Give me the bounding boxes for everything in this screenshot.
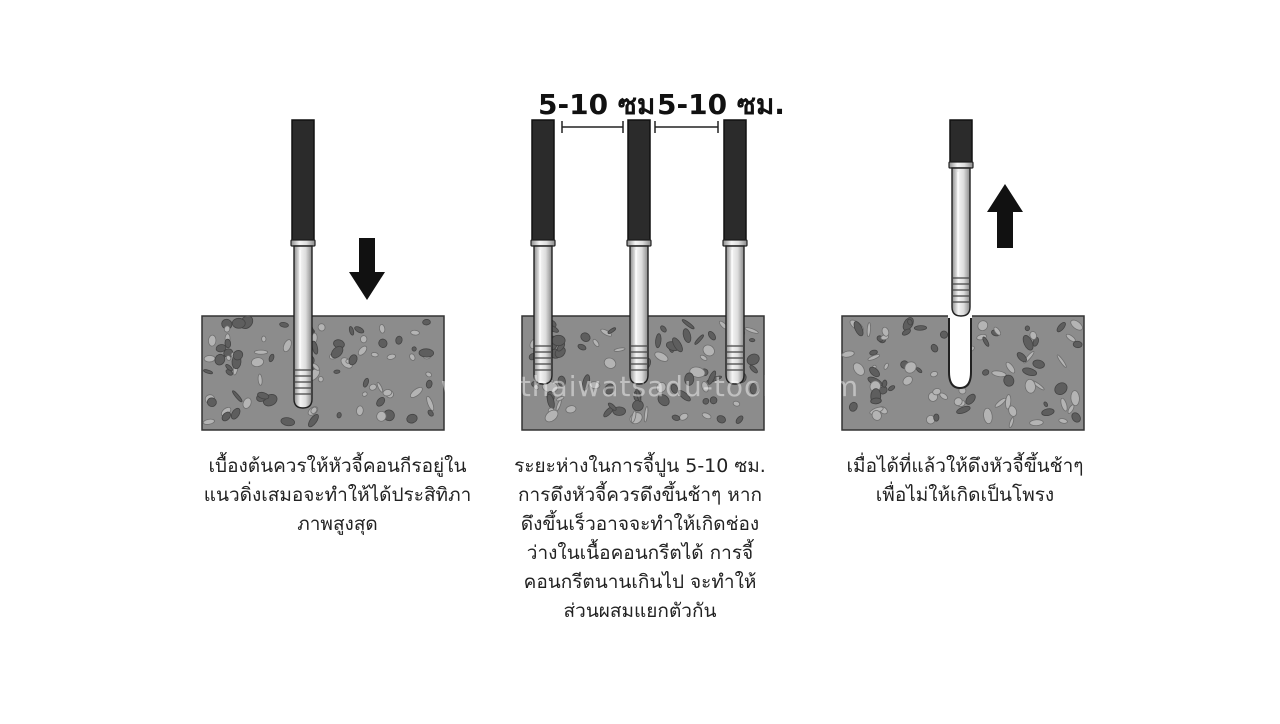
vibrator-right [948, 119, 974, 317]
caption-line: ภาพสูงสุด [297, 513, 378, 535]
vibrator-middle-1 [530, 119, 556, 385]
caption-line: แนวดิ่งเสมอจะทำให้ได้ประสิทิภา [203, 484, 472, 506]
caption-middle: ระยะห่างในการจี้ปูน 5-10 ซม. การดึงหัวจี… [470, 452, 810, 626]
spacing-dimension-1 [561, 121, 624, 133]
spacing-label-1: 5-10 ซม [538, 88, 656, 121]
caption-line: ว่างในเนื้อคอนกรีตได้ การจี้ [526, 542, 754, 564]
concrete-block-left [201, 315, 445, 431]
caption-line: ส่วนผสมแยกตัวกัน [563, 600, 717, 622]
caption-line: ดึงขึ้นเร็วอาจจะทำให้เกิดช่อง [520, 513, 760, 535]
concrete-void [948, 315, 972, 390]
caption-right: เมื่อได้ที่แล้วให้ดึงหัวจี้ขึ้นช้าๆ เพื่… [820, 452, 1110, 510]
spacing-dimension-2 [654, 121, 719, 133]
caption-line: เมื่อได้ที่แล้วให้ดึงหัวจี้ขึ้นช้าๆ [846, 455, 1084, 477]
watermark: www.thaiwatsadu-tools.com [440, 370, 860, 403]
spacing-label-2: 5-10 ซม. [657, 88, 785, 121]
up-arrow-icon [987, 184, 1023, 248]
caption-line: การดึงหัวจี้ควรดึงขึ้นช้าๆ หาก [517, 484, 762, 506]
caption-line: ระยะห่างในการจี้ปูน 5-10 ซม. [514, 455, 766, 477]
vibrator-middle-3 [722, 119, 748, 385]
vibrator-left [290, 119, 316, 409]
down-arrow-icon [349, 238, 385, 300]
caption-line: คอนกรีตนานเกินไป จะทำให้ [523, 571, 757, 593]
caption-line: เบื้องต้นควรให้หัวจี้คอนกีรอยู่ใน [208, 455, 467, 477]
vibrator-middle-2 [626, 119, 652, 385]
caption-line: เพื่อไม่ให้เกิดเป็นโพรง [875, 484, 1055, 506]
caption-left: เบื้องต้นควรให้หัวจี้คอนกีรอยู่ใน แนวดิ่… [160, 452, 515, 539]
